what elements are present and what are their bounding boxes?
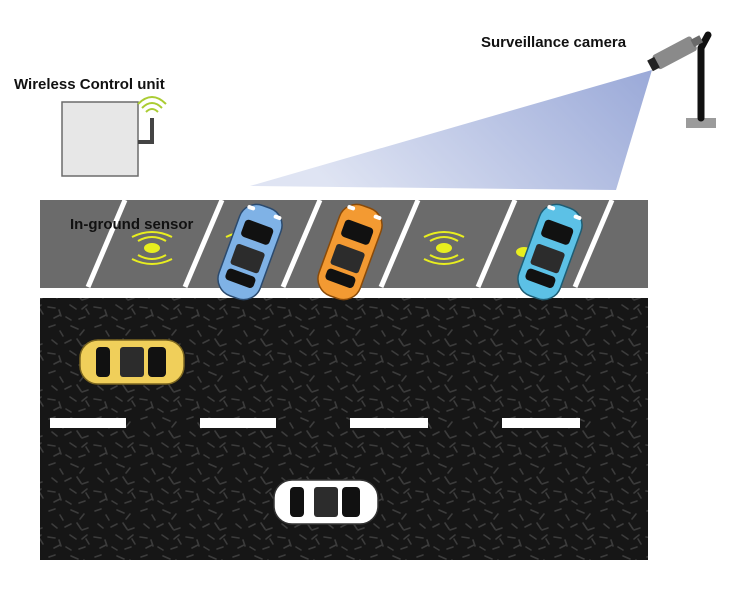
moving-car-yellow <box>79 339 185 385</box>
surveillance-camera <box>647 31 716 128</box>
camera-beam <box>250 70 652 190</box>
in-ground-sensor-label: In-ground sensor <box>70 216 194 233</box>
in-ground-sensor-1 <box>131 231 173 265</box>
parked-car-blue <box>217 203 283 301</box>
surveillance-camera-label: Surveillance camera <box>481 34 627 51</box>
in-ground-sensor-3 <box>423 231 465 265</box>
wireless-control-unit-label: Wireless Control unit <box>14 76 165 93</box>
parked-car-cyan <box>517 203 583 301</box>
parking-space-lines <box>85 199 615 288</box>
parked-car-orange <box>317 203 383 301</box>
wireless-control-unit <box>61 96 167 177</box>
moving-car-white <box>273 479 379 525</box>
lane-markings <box>50 418 580 428</box>
